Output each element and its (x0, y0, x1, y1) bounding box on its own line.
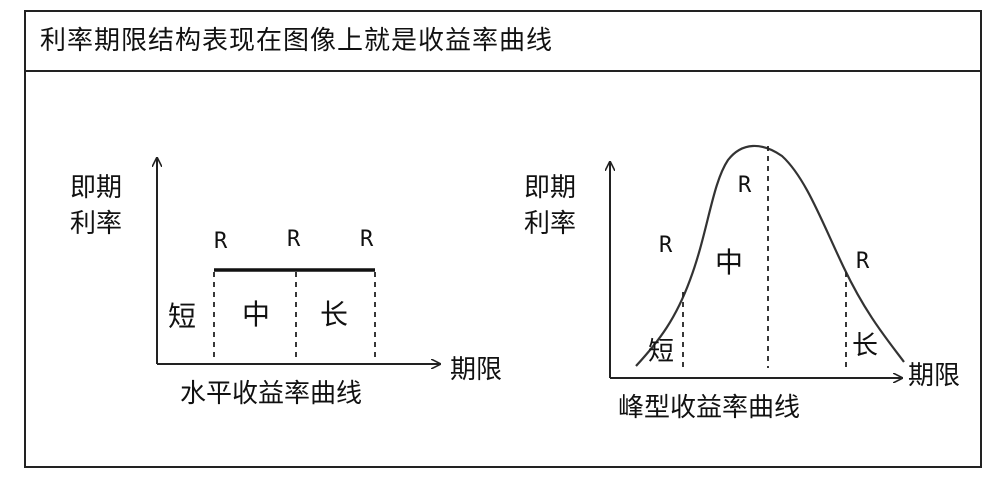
figure-title: 利率期限结构表现在图像上就是收益率曲线 (40, 26, 554, 56)
title-bar: 利率期限结构表现在图像上就是收益率曲线 (26, 12, 980, 72)
figure-frame: 利率期限结构表现在图像上就是收益率曲线 (24, 10, 982, 468)
right-rate-mark-peak: R (738, 173, 752, 198)
right-segment-short: 短 (648, 337, 674, 367)
right-y-axis-label-line1: 即期 (524, 173, 576, 203)
humped-yield-curve (635, 144, 905, 367)
left-segment-short: 短 (168, 300, 196, 333)
right-segment-long: 长 (852, 331, 878, 361)
flat-yield-curve-panel: 即期 利率 期限 R R R 短 中 长 水平收益率曲线 (70, 158, 502, 409)
left-x-axis-label: 期限 (450, 355, 502, 385)
left-caption: 水平收益率曲线 (180, 379, 362, 409)
right-segment-medium: 中 (715, 246, 743, 279)
right-y-axis-label-line2: 利率 (524, 209, 576, 239)
right-caption: 峰型收益率曲线 (618, 393, 800, 423)
left-y-axis-label-line1: 即期 (70, 173, 122, 203)
left-rate-mark-medium: R (287, 227, 301, 252)
right-rate-mark-short: R (659, 233, 673, 258)
right-x-axis-label: 期限 (908, 361, 960, 391)
left-segment-long: 长 (320, 298, 348, 331)
left-segment-medium: 中 (242, 298, 270, 331)
humped-yield-curve-panel: 即期 利率 期限 R R R 短 中 长 峰型收益率曲线 (524, 144, 960, 423)
left-rate-mark-long: R (360, 227, 374, 252)
left-rate-mark-short: R (214, 229, 228, 254)
left-y-axis-label-line2: 利率 (70, 209, 122, 239)
right-rate-mark-long: R (856, 249, 870, 274)
